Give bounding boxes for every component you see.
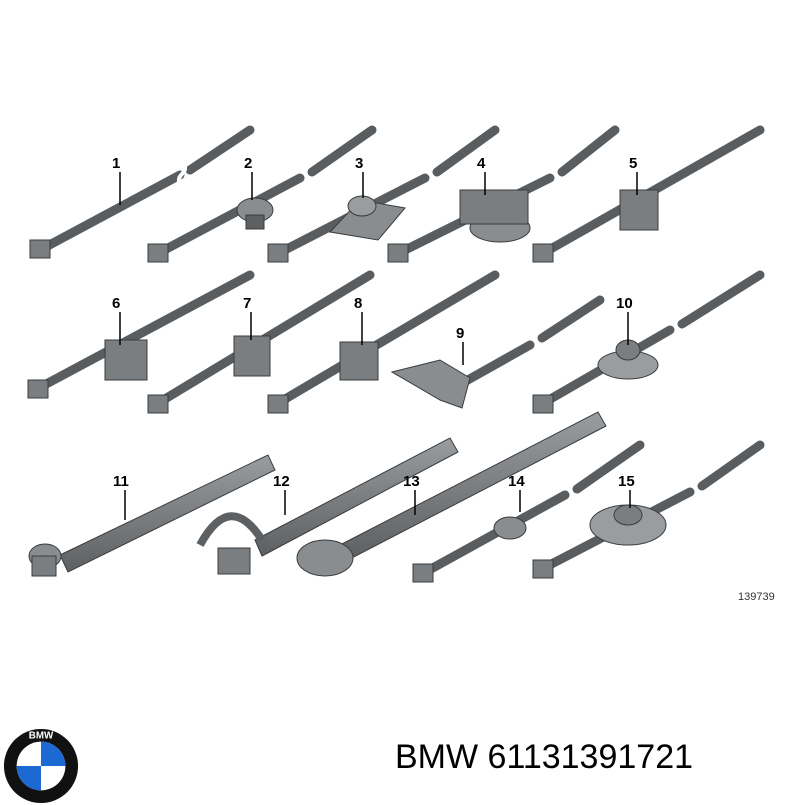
bmw-roundel-icon: BMW (3, 728, 79, 804)
part-10-tie-with-anchor (532, 270, 765, 414)
callout-5: 5 (629, 155, 637, 172)
callout-14: 14 (508, 473, 525, 490)
part-2-tie-with-clip (147, 125, 377, 263)
part-5-tie-with-edge-clip (532, 125, 765, 263)
part-8-tie-with-edge-clip (267, 270, 500, 414)
callout-15: 15 (618, 473, 635, 490)
part-12-strap-with-clamp (196, 437, 459, 575)
callout-8: 8 (354, 295, 362, 312)
brand-part-number: BMW 61131391721 (395, 738, 694, 776)
figure-id: 139739 (738, 591, 775, 603)
callout-13: 13 (403, 473, 420, 490)
part-14-tie-with-clip (412, 440, 645, 583)
callout-6: 6 (112, 295, 120, 312)
callout-3: 3 (355, 155, 363, 172)
logo-letters: BMW (29, 731, 54, 742)
part-13-strap-with-disc (296, 411, 607, 577)
leader-lines (119, 172, 638, 520)
part-1-cable-tie (29, 125, 255, 259)
part-7-tie-with-edge-clip (147, 270, 375, 414)
part-3-tie-with-bracket (267, 125, 500, 263)
part-9-tie-with-hook-clip (390, 295, 605, 409)
callout-11: 11 (113, 473, 129, 490)
part-6-tie-with-edge-clip (27, 270, 255, 399)
callout-4: 4 (477, 155, 486, 172)
callout-9: 9 (456, 325, 464, 342)
callout-7: 7 (243, 295, 251, 312)
callout-1: 1 (112, 155, 120, 172)
callout-12: 12 (273, 473, 290, 490)
callout-2: 2 (244, 155, 252, 172)
part-4-tie-with-mount-block (387, 125, 620, 263)
part-11-strap-with-eyelet (28, 454, 276, 577)
callout-10: 10 (616, 295, 633, 312)
part-15-tie-with-large-disc (532, 440, 765, 579)
